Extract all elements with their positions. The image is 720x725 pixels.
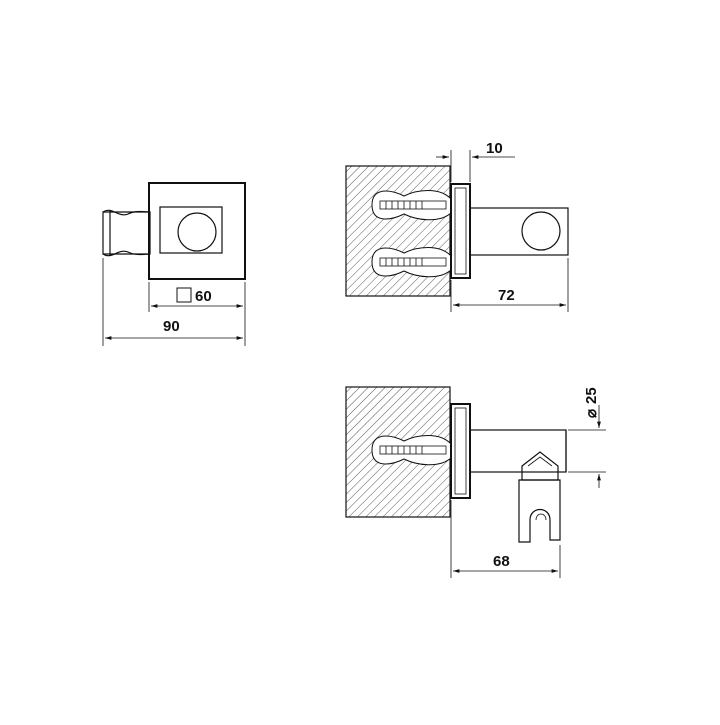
holder-housing xyxy=(159,206,223,254)
hook-joint-inner xyxy=(527,456,553,467)
wall-plug-single xyxy=(371,435,453,466)
screw-top-thread xyxy=(385,201,423,209)
holder-pivot-circle xyxy=(177,212,217,252)
wall-plate-bottom-inner xyxy=(454,407,467,495)
side-arm xyxy=(469,207,569,256)
screw-bottom xyxy=(379,257,447,267)
wall-plate-bottom xyxy=(450,403,471,499)
hook-joint xyxy=(521,451,559,481)
dim-25-label-group: ⌀ 25 xyxy=(583,387,600,418)
shower-hook xyxy=(518,479,561,543)
dim-90-label: 90 xyxy=(163,318,180,335)
screw-bottom-thread xyxy=(385,258,423,266)
wall-plug-top xyxy=(371,190,453,221)
wall-plug-bottom xyxy=(371,247,453,278)
side-pivot-circle xyxy=(521,211,561,251)
diameter-symbol-icon: ⌀ xyxy=(583,409,600,418)
screw-single xyxy=(379,445,447,455)
dim-25-label: 25 xyxy=(583,387,600,404)
dim-10-label: 10 xyxy=(486,140,503,157)
screw-single-thread xyxy=(385,446,423,454)
screw-top xyxy=(379,200,447,210)
front-view: 60 90 xyxy=(102,182,246,346)
square-plate-outline xyxy=(148,182,246,280)
hook-inner-curve xyxy=(535,513,547,521)
side-view: 10 72 xyxy=(345,140,569,312)
bottom-view: ⌀ 25 68 xyxy=(345,386,606,578)
dim-60-label: 60 xyxy=(195,288,212,305)
wall-plate-inner xyxy=(454,187,467,275)
dim-72-label: 72 xyxy=(498,287,515,304)
square-symbol-icon xyxy=(176,287,192,303)
dim-68-label: 68 xyxy=(493,553,510,570)
wall-plate xyxy=(450,183,471,279)
